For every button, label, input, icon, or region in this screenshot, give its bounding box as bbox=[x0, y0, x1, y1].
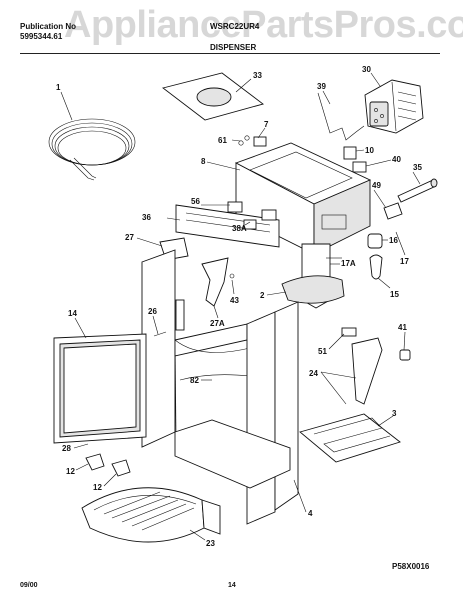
callout-43: 43 bbox=[230, 296, 239, 305]
callout-4: 4 bbox=[308, 509, 313, 518]
callout-27A: 27A bbox=[210, 319, 225, 328]
callout-51: 51 bbox=[318, 347, 327, 356]
part-left-side-panel bbox=[141, 249, 177, 448]
callout-3: 3 bbox=[392, 409, 397, 418]
callout-1: 1 bbox=[56, 83, 61, 92]
section-title: DISPENSER bbox=[210, 43, 257, 52]
part-tube-coil bbox=[48, 118, 136, 181]
part-clip bbox=[238, 135, 267, 147]
callout-56: 56 bbox=[191, 197, 200, 206]
part-ice-maker bbox=[364, 79, 424, 134]
part-heater bbox=[299, 413, 401, 463]
callout-7: 7 bbox=[264, 120, 269, 129]
watermark: AppliancePartsPros.com bbox=[64, 4, 463, 46]
callout-30: 30 bbox=[362, 65, 371, 74]
part-door-frame bbox=[53, 333, 147, 444]
leader-lines bbox=[60, 72, 421, 541]
part-switch-bracket bbox=[227, 201, 277, 230]
part-light-bulb bbox=[367, 233, 383, 280]
callout-24: 24 bbox=[309, 369, 318, 378]
page-number: 14 bbox=[228, 582, 236, 589]
callout-82: 82 bbox=[190, 376, 199, 385]
callout-39: 39 bbox=[317, 82, 326, 91]
part-actuator bbox=[343, 146, 367, 173]
callout-17A: 17A bbox=[341, 259, 356, 268]
callout-14: 14 bbox=[68, 309, 77, 318]
part-back-panel bbox=[274, 301, 299, 511]
callout-26: 26 bbox=[148, 307, 157, 316]
part-solenoid bbox=[397, 178, 438, 203]
header-rule bbox=[20, 53, 440, 54]
callout-33: 33 bbox=[253, 71, 262, 80]
part-drip-tray bbox=[81, 487, 221, 543]
callout-40: 40 bbox=[392, 155, 401, 164]
callout-15: 15 bbox=[390, 290, 399, 299]
callout-2: 2 bbox=[260, 291, 265, 300]
callout-49: 49 bbox=[372, 181, 381, 190]
callout-23: 23 bbox=[206, 539, 215, 548]
part-ice-chute bbox=[281, 243, 345, 309]
callout-16: 16 bbox=[389, 236, 398, 245]
part-cover-plate bbox=[161, 72, 264, 121]
callout-12-lower: 12 bbox=[93, 483, 102, 492]
part-base-tray bbox=[174, 419, 291, 489]
diagram-code: P58X0016 bbox=[392, 562, 430, 571]
publication-label: Publication No bbox=[20, 22, 76, 31]
model-number: WSRC22UR4 bbox=[210, 22, 260, 31]
part-dispenser-housing bbox=[234, 142, 372, 255]
callout-41: 41 bbox=[398, 323, 407, 332]
publication-number: 5995344.61 bbox=[20, 32, 63, 41]
part-lever-arm bbox=[341, 327, 411, 405]
callout-38A: 38A bbox=[232, 224, 247, 233]
callout-36: 36 bbox=[142, 213, 151, 222]
callout-27: 27 bbox=[125, 233, 134, 242]
callout-12-upper: 12 bbox=[66, 467, 75, 476]
part-hinge bbox=[85, 453, 131, 477]
callout-61: 61 bbox=[218, 136, 227, 145]
callout-17: 17 bbox=[400, 257, 409, 266]
callout-labels: 1 33 30 39 7 61 10 8 40 35 49 56 36 38A … bbox=[56, 65, 422, 548]
callout-8: 8 bbox=[201, 157, 206, 166]
part-bracket bbox=[383, 202, 403, 220]
callout-10: 10 bbox=[365, 146, 374, 155]
callout-35: 35 bbox=[413, 163, 422, 172]
footer-date: 09/00 bbox=[20, 582, 38, 589]
part-hinge-bracket bbox=[153, 299, 185, 337]
callout-28: 28 bbox=[62, 444, 71, 453]
part-wire-harness bbox=[317, 92, 365, 141]
